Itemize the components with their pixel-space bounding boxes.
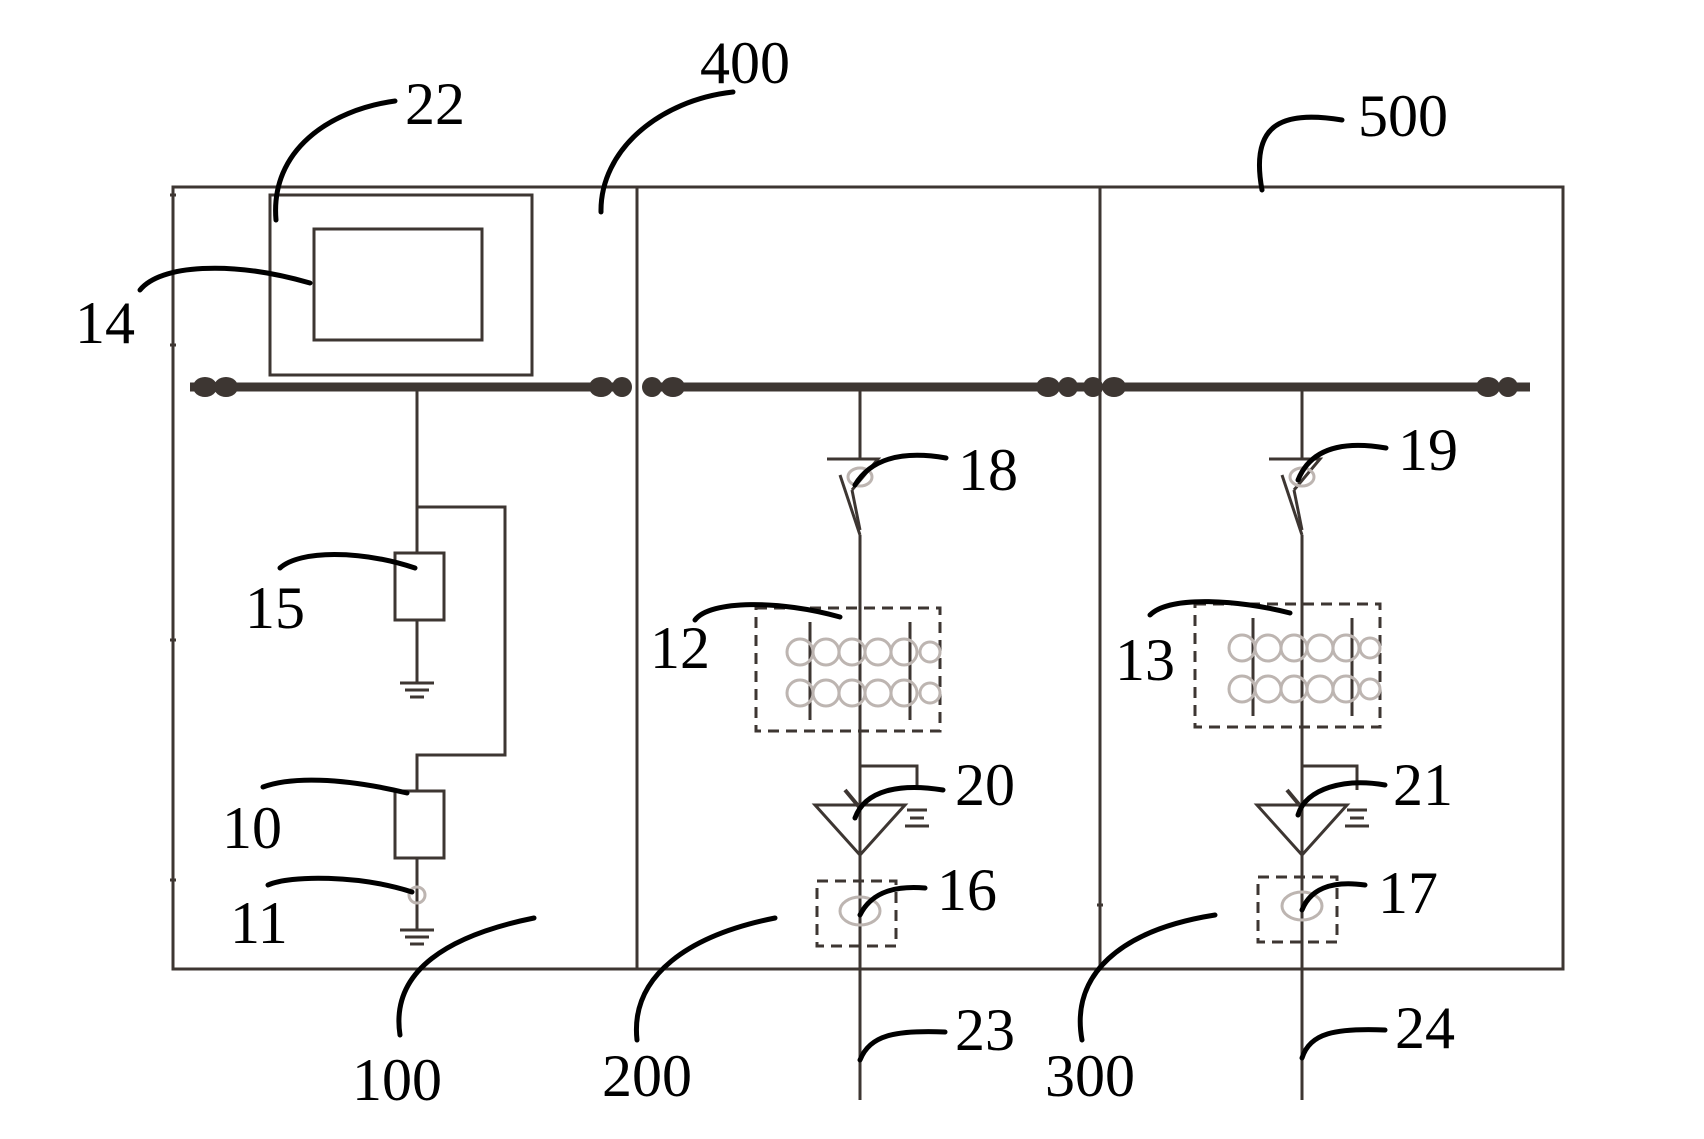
component-10-resistor [393, 789, 446, 860]
label-23: 23 [955, 997, 1015, 1063]
ground-symbol-11 [400, 928, 434, 946]
capacitor-bank-12 [754, 606, 942, 733]
ground-symbol-15 [400, 681, 434, 699]
label-18: 18 [958, 437, 1018, 503]
monitor-unit [268, 193, 534, 377]
switch-19 [1269, 457, 1324, 536]
label-21: 21 [1393, 752, 1453, 818]
earthing-switch-20 [811, 764, 929, 858]
right-branch [1193, 391, 1382, 1100]
component-15-resistor [393, 551, 446, 622]
main-busbar [190, 377, 1530, 397]
label-500: 500 [1358, 83, 1448, 149]
label-16: 16 [937, 857, 997, 923]
ct-16 [815, 879, 898, 948]
earthing-switch-21 [1253, 764, 1369, 858]
bus-connector-beads [193, 377, 1518, 397]
label-400: 400 [700, 30, 790, 96]
label-19: 19 [1398, 417, 1458, 483]
middle-branch [754, 391, 942, 1100]
label-100: 100 [352, 1047, 442, 1113]
label-15: 15 [245, 575, 305, 641]
label-12: 12 [650, 615, 710, 681]
component-11-ct [407, 885, 427, 905]
cabinet-frame [170, 185, 1565, 971]
label-10: 10 [222, 795, 282, 861]
left-branch [393, 391, 507, 946]
label-22: 22 [405, 71, 465, 137]
label-17: 17 [1378, 860, 1438, 926]
label-200: 200 [602, 1043, 692, 1109]
leader-lines [137, 89, 1389, 1063]
label-11: 11 [230, 890, 288, 956]
reference-labels: 400 22 500 14 18 19 15 12 13 20 21 10 16… [75, 30, 1458, 1113]
ct-17 [1256, 875, 1339, 944]
label-20: 20 [955, 752, 1015, 818]
label-13: 13 [1115, 627, 1175, 693]
capacitor-bank-13 [1193, 602, 1382, 729]
label-24: 24 [1395, 995, 1455, 1061]
label-14: 14 [75, 290, 135, 356]
label-300: 300 [1045, 1043, 1135, 1109]
